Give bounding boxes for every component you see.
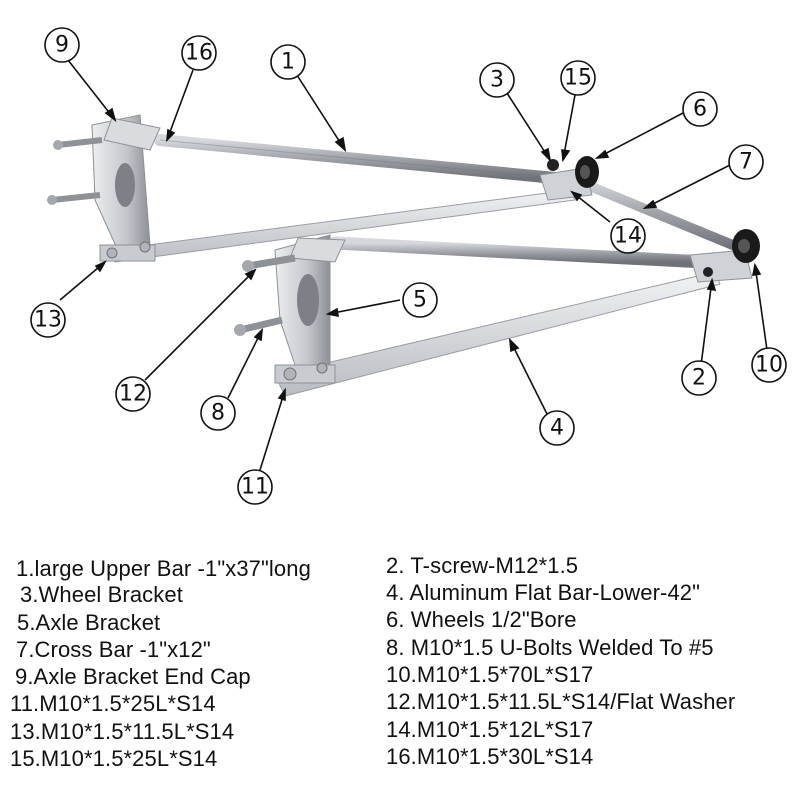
legend-item-3: 3.Wheel Bracket xyxy=(20,582,183,607)
svg-text:8: 8 xyxy=(211,401,225,426)
svg-text:4: 4 xyxy=(550,416,564,441)
callout-7: 7 xyxy=(728,144,764,180)
callout-1: 1 xyxy=(270,44,306,80)
callout-6: 6 xyxy=(682,91,718,127)
front-lower-flat-bar xyxy=(274,271,721,397)
callout-8: 8 xyxy=(200,395,236,431)
legend-item-5: 5.Axle Bracket xyxy=(17,610,161,635)
callout-11: 11 xyxy=(237,469,273,505)
callout-15: 15 xyxy=(560,60,596,96)
legend-item-16: 16.M10*1.5*30L*S14 xyxy=(386,744,594,769)
front-upper-bar xyxy=(328,236,712,269)
legend-item-10: 10.M10*1.5*70L*S17 xyxy=(386,662,594,687)
legend-item-14: 14.M10*1.5*12L*S17 xyxy=(386,717,594,742)
legend-item-11: 11.M10*1.5*25L*S14 xyxy=(10,691,216,716)
callout-9: 9 xyxy=(44,27,80,63)
callout-5: 5 xyxy=(402,282,438,318)
callout-13: 13 xyxy=(30,302,66,338)
svg-text:6: 6 xyxy=(693,97,707,122)
svg-text:3: 3 xyxy=(490,68,504,93)
svg-text:11: 11 xyxy=(241,475,269,500)
wheelie-bar-diagram: 1 2 3 4 5 6 7 8 9 10 11 12 xyxy=(30,27,787,505)
legend-item-7: 7.Cross Bar -1"x12" xyxy=(16,637,211,662)
svg-text:16: 16 xyxy=(185,41,213,66)
legend-item-9: 9.Axle Bracket End Cap xyxy=(15,664,251,689)
legend-item-2: 2. T-screw-M12*1.5 xyxy=(386,553,579,578)
parts-legend: 1.large Upper Bar -1"x37"long 3.Wheel Br… xyxy=(0,548,800,798)
legend-item-13: 13.M10*1.5*11.5L*S14 xyxy=(10,719,235,744)
callout-2: 2 xyxy=(681,360,717,396)
svg-text:10: 10 xyxy=(755,353,783,378)
leader-lines xyxy=(59,59,768,471)
svg-text:15: 15 xyxy=(564,66,592,91)
legend-item-12: 12.M10*1.5*11.5L*S14/Flat Washer xyxy=(386,689,736,714)
cross-bar xyxy=(570,175,745,253)
svg-text:1: 1 xyxy=(281,50,295,75)
upper-bar xyxy=(154,134,561,184)
legend-item-6: 6. Wheels 1/2"Bore xyxy=(386,607,577,632)
back-wheel-assembly xyxy=(539,156,599,201)
legend-item-4: 4. Aluminum Flat Bar-Lower-42" xyxy=(386,580,701,605)
callout-16: 16 xyxy=(181,35,217,71)
front-wheel-assembly xyxy=(689,229,760,283)
legend-item-15: 15.M10*1.5*25L*S14 xyxy=(10,746,218,771)
callout-4: 4 xyxy=(539,410,575,446)
front-axle-bracket xyxy=(234,234,346,384)
legend-item-8: 8. M10*1.5 U-Bolts Welded To #5 xyxy=(386,635,714,660)
svg-text:5: 5 xyxy=(413,288,427,313)
legend-item-1: 1.large Upper Bar -1"x37"long xyxy=(16,556,311,581)
back-axle-bracket xyxy=(47,114,161,262)
svg-text:7: 7 xyxy=(739,150,753,175)
svg-text:2: 2 xyxy=(692,366,706,391)
callout-10: 10 xyxy=(751,347,787,383)
callout-12: 12 xyxy=(115,376,151,412)
svg-text:14: 14 xyxy=(614,224,642,249)
svg-text:9: 9 xyxy=(55,33,69,58)
callout-3: 3 xyxy=(479,62,515,98)
svg-text:12: 12 xyxy=(119,382,147,407)
svg-text:13: 13 xyxy=(34,308,62,333)
callout-14: 14 xyxy=(610,218,646,254)
